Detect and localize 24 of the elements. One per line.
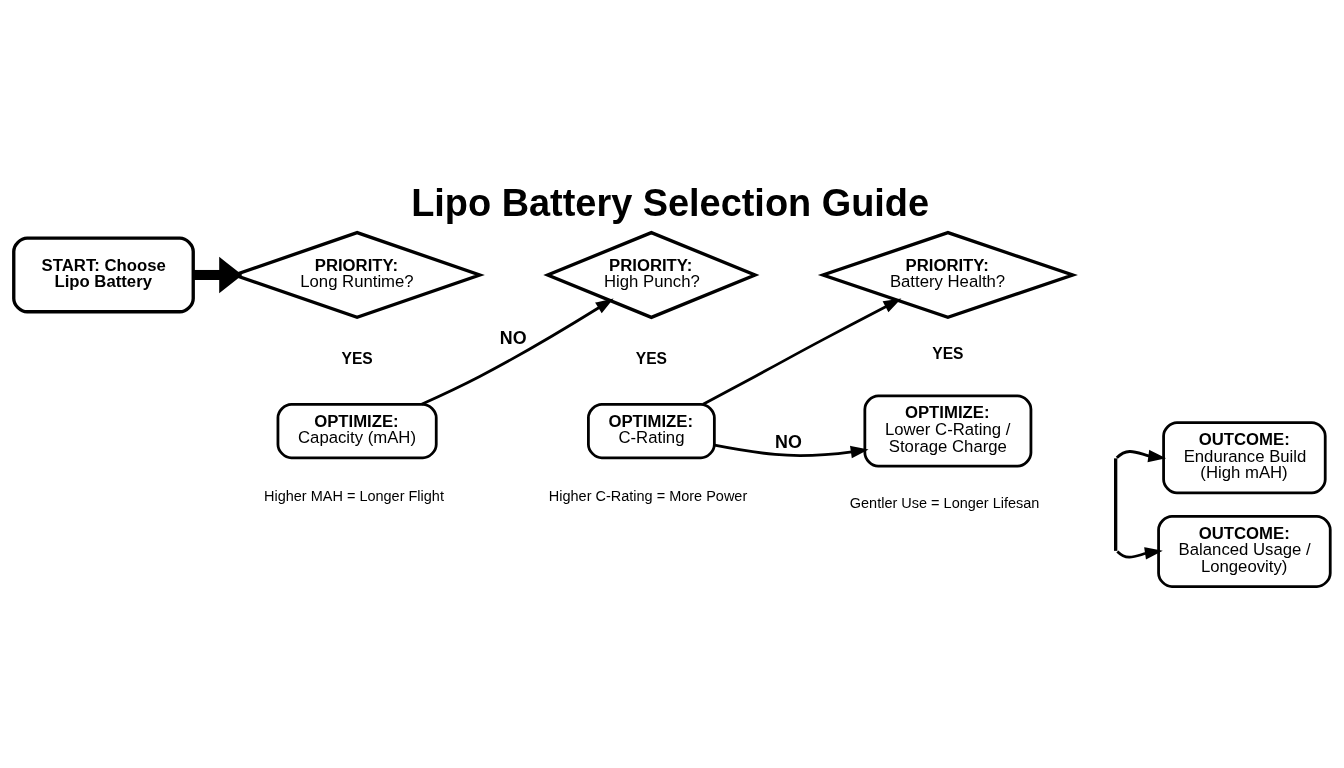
arrow xyxy=(193,256,243,293)
node-box: OPTIMIZE: Lower C-Rating / Storage Charge xyxy=(863,394,1033,468)
edge-label: NO xyxy=(499,327,527,348)
arrow xyxy=(702,298,902,405)
arrow xyxy=(421,297,614,405)
label: YES xyxy=(341,349,373,367)
node-box: OPTIMIZE: C-Rating xyxy=(587,402,716,459)
label: YES xyxy=(932,344,964,362)
node-label: Gentler Use = Longer Lifesan xyxy=(849,494,1040,511)
node-box: OUTCOME: Endurance Build (High mAH) xyxy=(1162,420,1327,494)
node-bar xyxy=(1114,457,1118,551)
node-box: OUTCOME: Balanced Usage / Longeovity) xyxy=(1157,514,1332,588)
arrow xyxy=(1115,449,1167,462)
diagram-title: Lipo Battery Selection Guide xyxy=(411,181,930,224)
node-diamond: PRIORITY: High Punch? xyxy=(543,230,760,319)
arrow xyxy=(714,443,869,458)
node-box: START: Choose Lipo Battery xyxy=(12,236,195,313)
node-label: Higher MAH = Longer Flight xyxy=(264,487,444,504)
node-diamond: PRIORITY: Battery Health? xyxy=(817,230,1078,319)
label: YES xyxy=(635,349,667,367)
node-label: Higher C-Rating = More Power xyxy=(548,487,748,504)
arrow xyxy=(1116,546,1163,560)
node-box: OPTIMIZE: Capacity (mAH) xyxy=(276,402,438,459)
edge-label: NO xyxy=(775,431,802,452)
